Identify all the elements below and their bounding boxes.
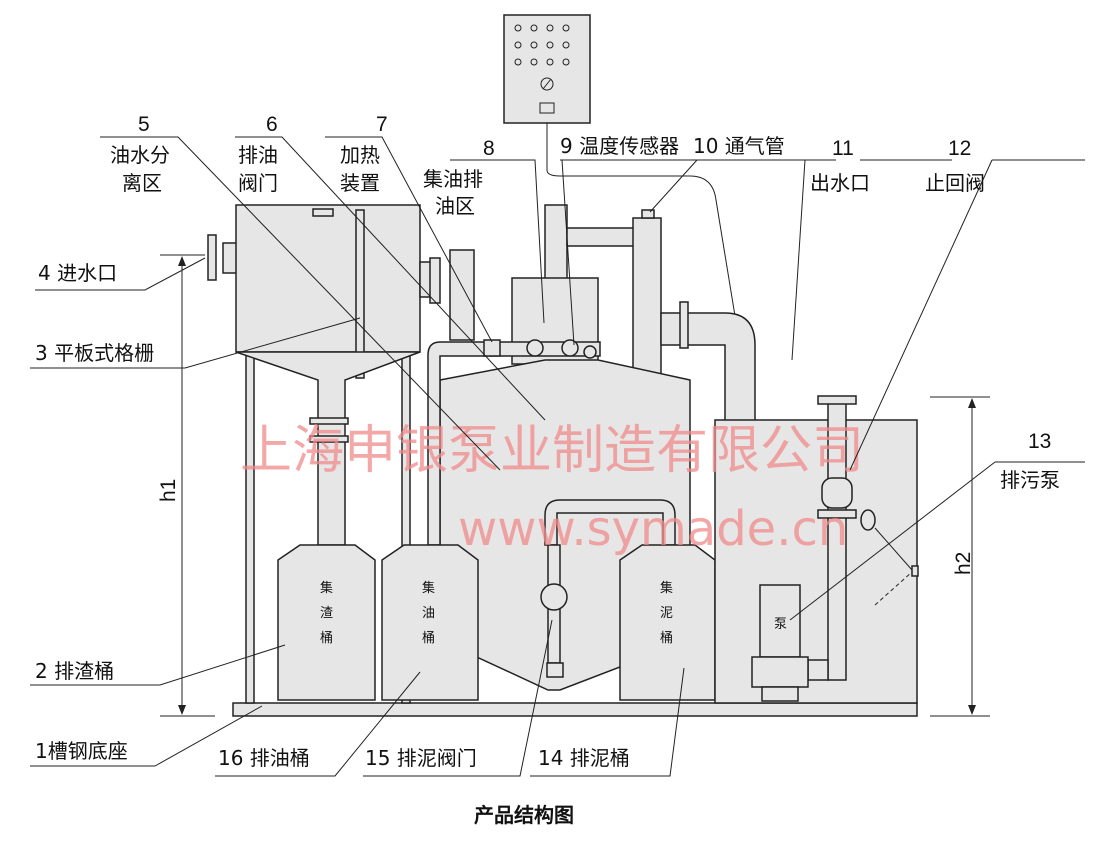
h1-label: h1	[157, 479, 180, 502]
indicator-light	[514, 24, 522, 32]
label-8: 油区	[435, 194, 475, 218]
label-9: 9 温度传感器	[560, 134, 679, 158]
bin-text: 桶	[422, 631, 435, 646]
indicator-light	[562, 24, 570, 32]
label-13-number: 13	[1028, 430, 1051, 453]
indicator-light	[514, 58, 522, 66]
label-11: 出水口	[810, 171, 870, 195]
watermark-company: 上海申银泵业制造有限公司	[240, 421, 864, 481]
label-5: 离区	[122, 171, 162, 195]
label-7: 装置	[340, 171, 380, 195]
pump-tank	[714, 395, 919, 704]
label-7-number: 7	[376, 113, 388, 136]
label-15: 15 排泥阀门	[365, 746, 477, 770]
bin-text: 桶	[660, 631, 673, 646]
label-12-number: 12	[948, 137, 971, 160]
bin-text: 集	[320, 580, 333, 596]
watermark-url: www.symade.cn	[458, 501, 848, 557]
label-2: 2 排渣桶	[35, 659, 114, 683]
label-13: 排污泵	[1000, 468, 1060, 492]
label-8-number: 8	[483, 137, 495, 160]
indicator-light	[514, 41, 522, 49]
bin-text: 集	[660, 580, 673, 596]
label-6-number: 6	[266, 113, 278, 136]
label-12: 止回阀	[925, 171, 985, 195]
indicator-light	[562, 41, 570, 49]
oil-bin	[381, 544, 479, 701]
diagram-caption: 产品结构图	[474, 803, 574, 827]
channel-steel-base	[232, 702, 918, 717]
slag-bin	[277, 544, 376, 701]
label-4: 4 进水口	[38, 261, 117, 285]
label-5: 油水分	[110, 143, 170, 167]
indicator-light	[530, 24, 538, 32]
label-6: 排油	[238, 143, 278, 167]
bin-text: 桶	[320, 631, 333, 646]
label-7: 加热	[340, 143, 380, 167]
bin-text: 油	[422, 606, 435, 621]
h2-label: h2	[952, 552, 975, 575]
indicator-light	[530, 41, 538, 49]
mud-valve	[540, 583, 568, 611]
label-10: 10 通气管	[693, 134, 785, 158]
indicator-light	[546, 24, 554, 32]
label-3: 3 平板式格栅	[35, 341, 154, 365]
label-16: 16 排油桶	[218, 746, 310, 770]
oil-drain-valve	[483, 339, 501, 357]
bin-text: 集	[422, 580, 435, 596]
label-5-number: 5	[138, 113, 150, 136]
mud-bin	[619, 544, 716, 701]
temperature-sensor	[583, 345, 597, 359]
label-8: 集油排	[423, 167, 483, 191]
check-valve	[821, 477, 853, 509]
sewage-pump: 泵	[751, 584, 809, 702]
indicator-light	[562, 58, 570, 66]
label-14: 14 排泥桶	[538, 746, 630, 770]
indicator-light	[546, 41, 554, 49]
leader-lines	[30, 136, 1085, 777]
dimension-h2	[930, 396, 990, 717]
label-11-number: 11	[832, 137, 854, 160]
control-panel	[503, 14, 776, 561]
indicator-light	[530, 58, 538, 66]
indicator-light	[546, 58, 554, 66]
pump-text: 泵	[774, 617, 787, 632]
bin-text: 泥	[660, 606, 673, 621]
dimension-h1	[160, 254, 215, 717]
bin-text: 渣	[320, 606, 333, 621]
label-6: 阀门	[238, 171, 278, 195]
label-1: 1槽钢底座	[35, 739, 128, 763]
